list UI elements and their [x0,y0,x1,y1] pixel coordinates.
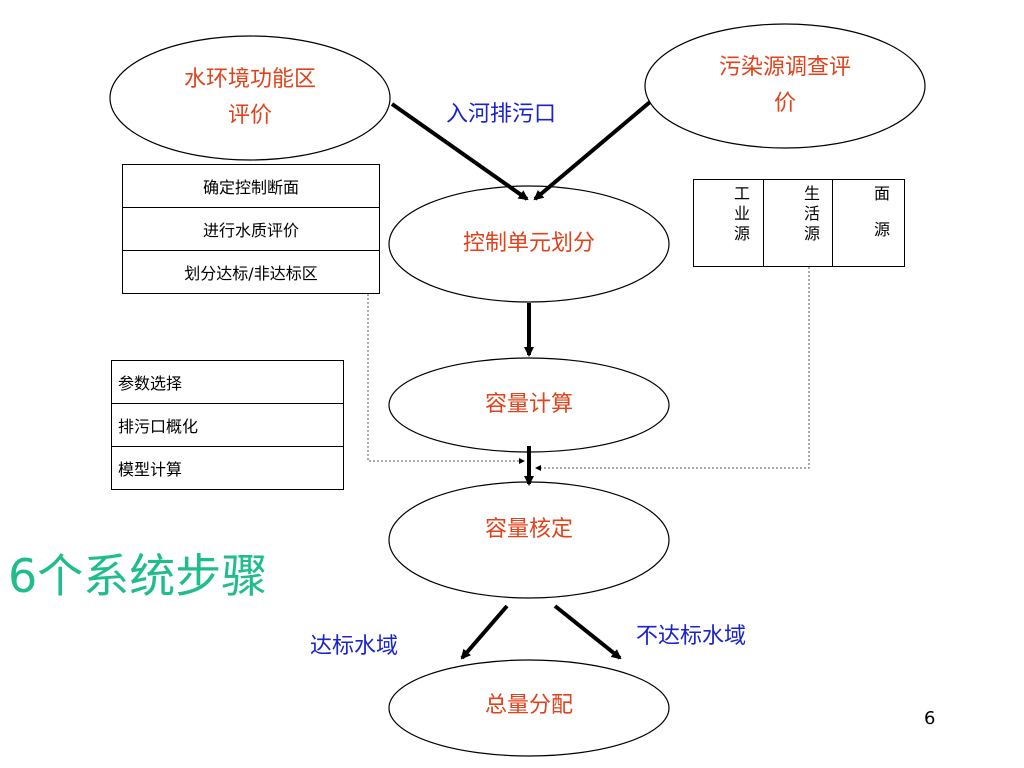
meets-standard-label: 达标水域 [310,634,399,659]
param-box-item: 排污口概化 [111,403,344,447]
source-nonpoint: 面源 [874,184,891,239]
node-water-function [109,35,391,161]
water-function-line2: 评价 [227,103,272,128]
left-box-item: 确定控制断面 [122,164,380,208]
pollution-survey-line1: 污染源调查评 [718,55,851,80]
left-steps-box: 确定控制断面 进行水质评价 划分达标/非达标区 [122,164,380,294]
page-number: 6 [924,708,936,729]
capacity-verify-text: 容量核定 [484,517,573,542]
pollution-survey-text: 污染源调查评 价 [645,50,925,122]
arrow-verify-to-not-meets [553,604,622,660]
left-box-item: 进行水质评价 [122,207,380,251]
source-industrial: 工业源 [734,184,751,243]
source-domestic: 生活源 [804,184,821,243]
arrow-water-to-control [390,102,529,201]
pollution-survey-line2: 价 [773,91,796,116]
param-box-item: 模型计算 [111,446,344,490]
water-function-text: 水环境功能区 评价 [110,62,390,134]
outfall-label: 入河排污口 [446,102,557,127]
param-box: 参数选择 排污口概化 模型计算 [111,360,344,490]
arrow-verify-to-meets [460,604,509,660]
node-pollution-survey [644,23,926,149]
not-meets-standard-label: 不达标水域 [636,624,747,649]
total-alloc-text: 总量分配 [484,693,573,718]
slide-title: 6个系统步骤 [8,549,268,603]
arrow-pollution-to-control [533,100,652,201]
dotted-right-connector [535,267,810,471]
left-box-item: 划分达标/非达标区 [122,250,380,294]
control-unit-text: 控制单元划分 [462,231,595,256]
param-box-item: 参数选择 [111,360,344,404]
water-function-line1: 水环境功能区 [183,67,316,92]
node-control-unit [388,185,670,303]
capacity-calc-text: 容量计算 [484,392,573,417]
source-box: 工业源 生活源 面源 [693,179,905,267]
node-total-alloc [388,659,670,757]
